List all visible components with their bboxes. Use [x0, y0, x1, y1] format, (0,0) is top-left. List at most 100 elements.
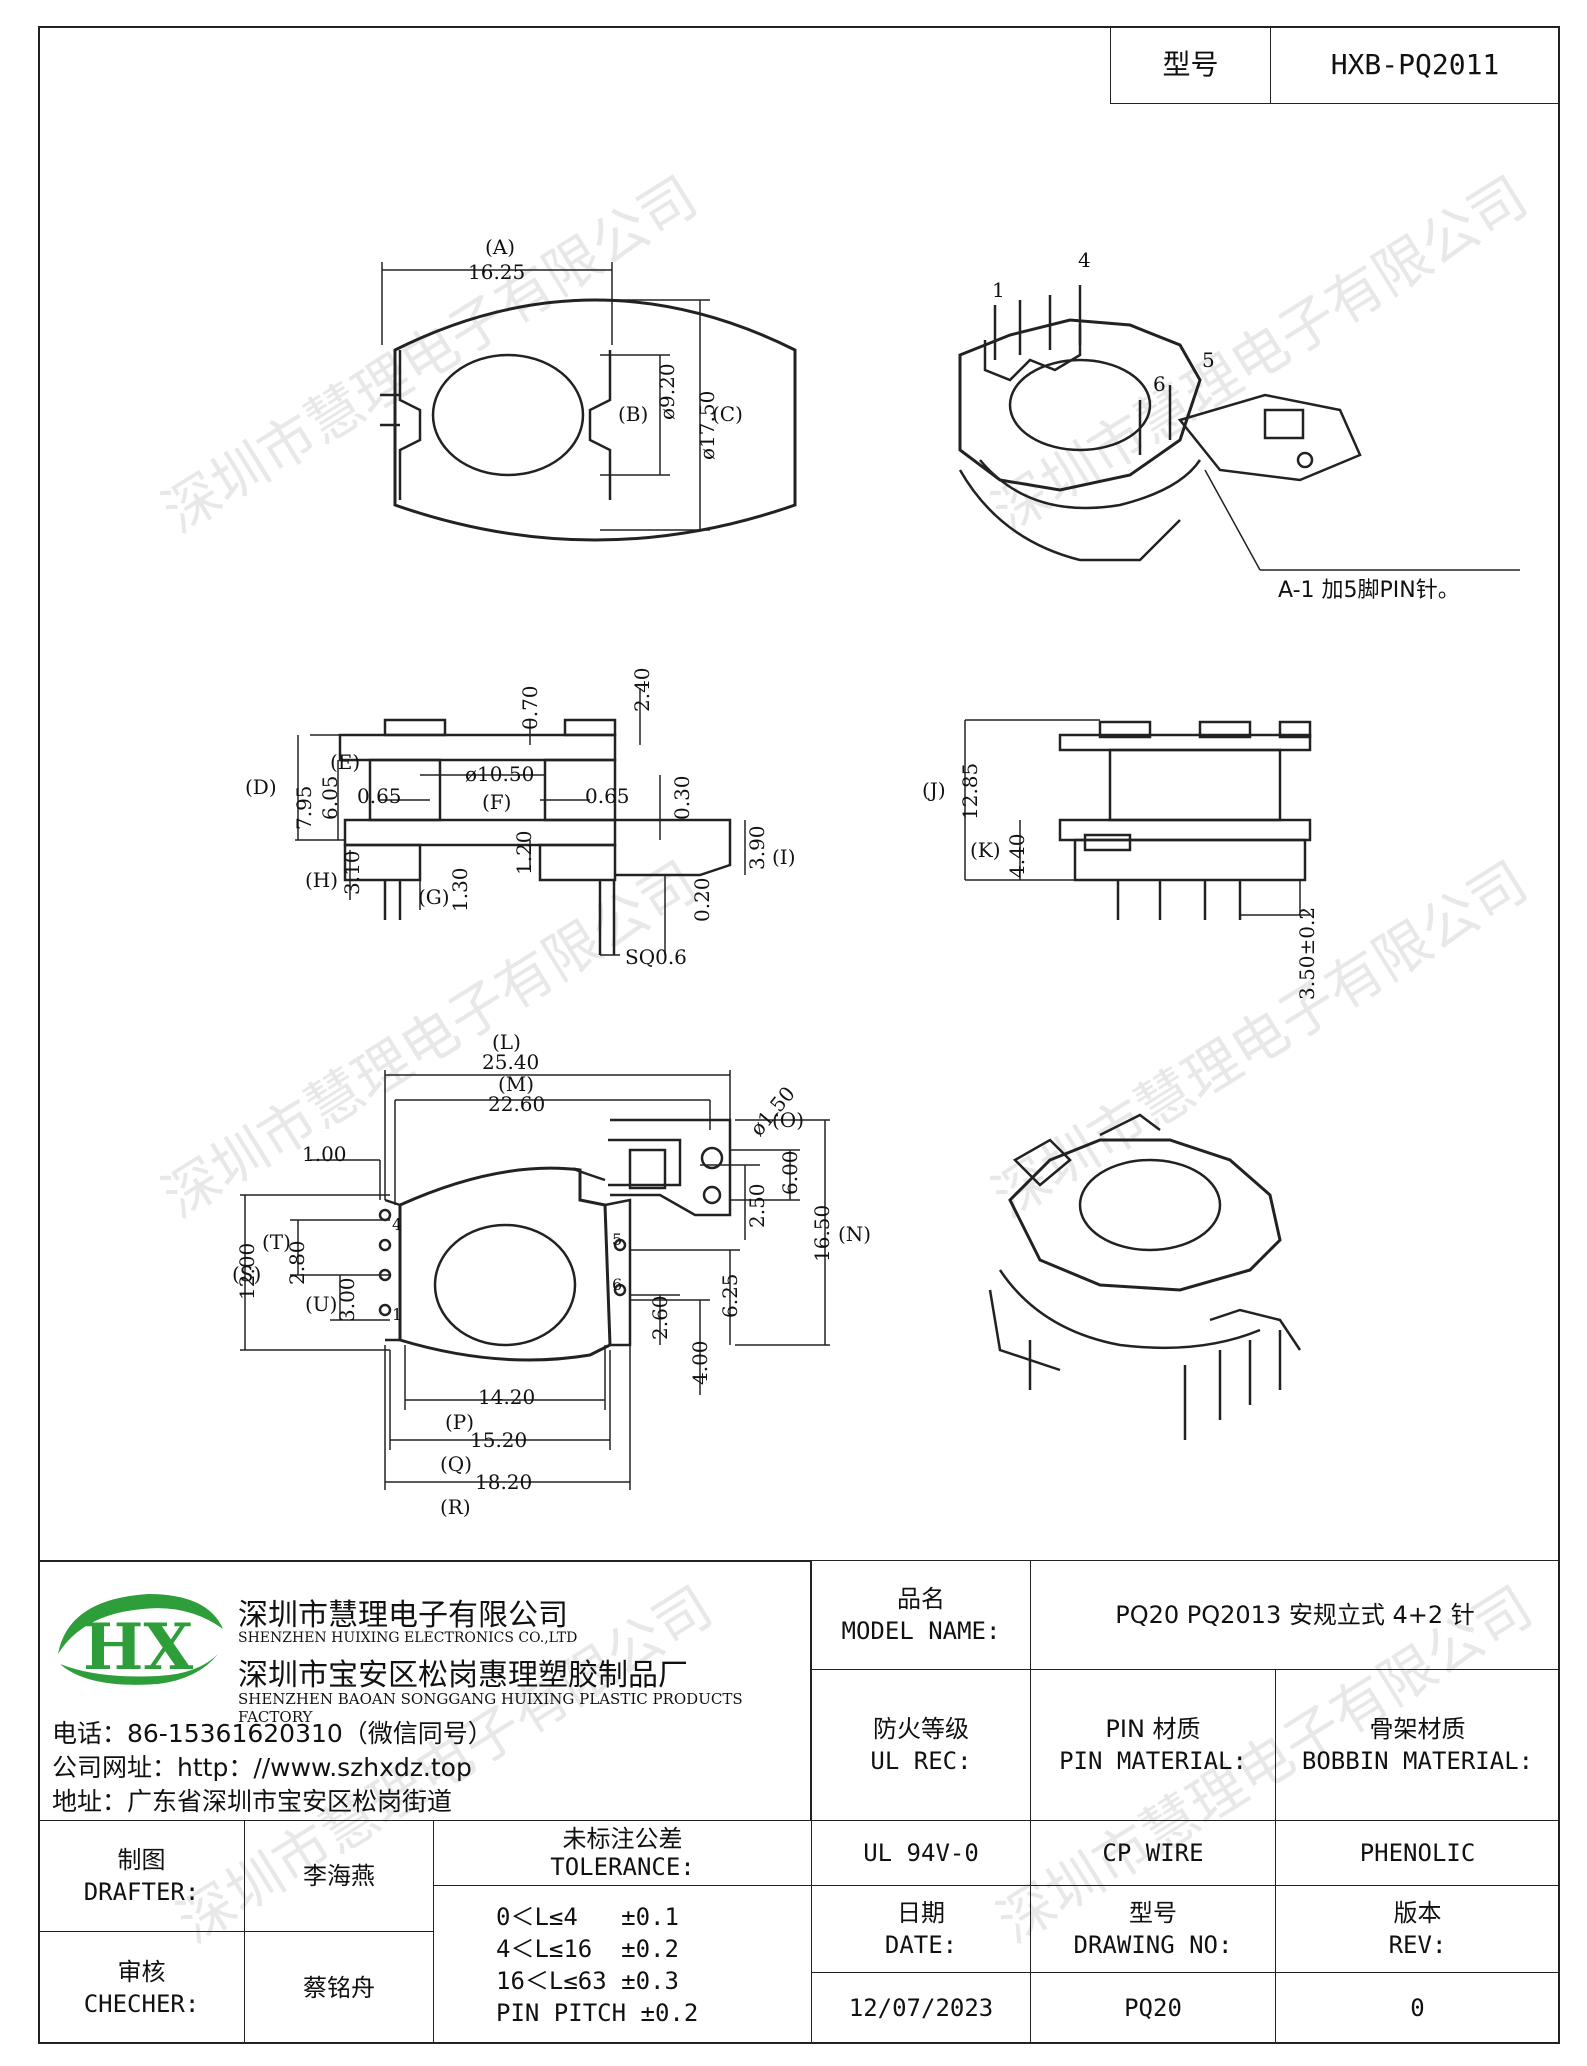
dim-065-left: 0.65 — [357, 784, 402, 808]
dim-n-value: 16.50 — [810, 1204, 834, 1262]
dim-sq: SQ0.6 — [625, 945, 687, 969]
dim-f-value: ø10.50 — [465, 762, 535, 786]
company-logo: HX — [58, 1594, 223, 1685]
tolerance-line: 0＜L≤4 ±0.1 — [496, 1902, 679, 1931]
dim-g-label: (G) — [418, 885, 450, 909]
dim-400: 4.00 — [688, 1340, 712, 1385]
dim-100: 1.00 — [302, 1142, 347, 1166]
dim-020: 0.20 — [690, 877, 714, 922]
dim-m-label: (M) — [498, 1072, 535, 1096]
pin-label: 6 — [1153, 372, 1166, 396]
dim-d-label: (D) — [245, 775, 277, 799]
dim-s-label: (S) — [232, 1262, 262, 1286]
company-name-en: SHENZHEN HUIXING ELECTRONICS CO.,LTD — [238, 1630, 578, 1646]
dim-t-label: (T) — [262, 1230, 291, 1254]
dim-350: 3.50±0.2 — [1295, 906, 1319, 1000]
dim-l-value: 25.40 — [482, 1050, 540, 1074]
company-info: HX 深圳市慧理电子有限公司 SHENZHEN HUIXING ELECTRON… — [38, 1560, 811, 1820]
pin-label: 4 — [1078, 248, 1091, 272]
date-value: 12/07/2023 — [811, 1972, 1031, 2044]
dim-r-value: 18.20 — [475, 1470, 533, 1494]
website: 公司网址：http：//www.szhxdz.top — [52, 1753, 472, 1782]
dim-600: 6.00 — [778, 1150, 802, 1195]
top-view-labels: (A) 16.25 (B) ø9.20 ø17.50 (C) 1 4 5 6 A… — [232, 235, 1460, 1519]
factory-name-en: SHENZHEN BAOAN SONGGANG HUIXING PLASTIC … — [238, 1690, 743, 1726]
company-name-cn: 深圳市慧理电子有限公司 — [238, 1598, 568, 1633]
dim-h-value: 3.10 — [340, 850, 364, 895]
factory-name-cn: 深圳市宝安区松岗惠理塑胶制品厂 — [238, 1658, 688, 1693]
pin-label: 1 — [992, 278, 1005, 302]
dim-i-value: 3.90 — [745, 825, 769, 870]
dim-070: 0.70 — [518, 685, 542, 730]
dim-o-label: (O) — [772, 1108, 805, 1132]
pin-material-value: CP WIRE — [1030, 1820, 1276, 1886]
dim-u-label: (U) — [305, 1292, 338, 1316]
dim-c-label: (C) — [712, 402, 743, 426]
dim-k-value: 4.40 — [1005, 833, 1029, 878]
dim-p-value: 14.20 — [478, 1385, 536, 1409]
side-view — [295, 688, 746, 956]
dim-a-value: 16.25 — [468, 260, 526, 284]
dim-260: 2.60 — [648, 1295, 672, 1340]
pin-label: 4 — [392, 1215, 403, 1234]
model-name-value: PQ20 PQ2013 安规立式 4+2 针 — [1030, 1560, 1560, 1670]
dim-120: 1.20 — [512, 830, 536, 875]
dim-j-label: (J) — [922, 778, 946, 802]
dim-065-right: 0.65 — [585, 784, 630, 808]
dim-625: 6.25 — [718, 1273, 742, 1318]
pin-label: 1 — [392, 1305, 403, 1324]
tolerance-line: 16＜L≤63 ±0.3 — [496, 1966, 679, 1995]
pin-label: 6 — [612, 1275, 623, 1294]
dim-n-label: (N) — [838, 1222, 872, 1246]
dim-a-label: (A) — [485, 235, 516, 259]
dim-r-label: (R) — [440, 1495, 471, 1519]
dim-l-label: (L) — [492, 1030, 521, 1054]
logo-text: HX — [83, 1610, 193, 1685]
dim-030: 0.30 — [670, 775, 694, 820]
tolerance-line: 4＜L≤16 ±0.2 — [496, 1934, 679, 1963]
header-model-label: 型号 — [1110, 26, 1271, 104]
tolerance-table: 0＜L≤4 ±0.1 4＜L≤16 ±0.2 16＜L≤63 ±0.3 PIN … — [433, 1885, 812, 2044]
iso-view-top — [958, 285, 1520, 571]
bobbin-material-value: PHENOLIC — [1275, 1820, 1560, 1886]
dim-k-label: (K) — [970, 838, 1001, 862]
dim-i-label: (I) — [772, 845, 796, 869]
bottom-view — [240, 1070, 830, 1490]
dim-b-value: ø9.20 — [655, 363, 679, 420]
dim-e-label: (E) — [330, 750, 361, 774]
dim-e-value: 6.05 — [318, 775, 342, 820]
dim-m-value: 22.60 — [488, 1092, 546, 1116]
dim-240: 2.40 — [630, 667, 654, 712]
checker-name: 蔡铭舟 — [244, 1931, 434, 2044]
dim-p-label: (P) — [445, 1410, 475, 1434]
dim-d-value: 7.95 — [292, 785, 316, 830]
pin-label: 5 — [1202, 348, 1215, 372]
drawing-no-value: PQ20 — [1030, 1972, 1276, 2044]
tolerance-line: PIN PITCH ±0.2 — [496, 1998, 699, 2027]
dim-g-value: 1.30 — [448, 867, 472, 912]
pin-label: 5 — [612, 1230, 623, 1249]
dim-250: 2.50 — [745, 1183, 769, 1228]
drafter-name: 李海燕 — [244, 1820, 434, 1932]
fire-rating-value: UL 94V-0 — [811, 1820, 1031, 1886]
dim-300: 3.00 — [335, 1277, 359, 1322]
dim-f-label: (F) — [482, 790, 512, 814]
title-block: HX 深圳市慧理电子有限公司 SHENZHEN HUIXING ELECTRON… — [38, 1560, 1560, 2044]
address: 地址：广东省深圳市宝安区松岗街道 — [52, 1787, 453, 1816]
dim-q-value: 15.20 — [470, 1428, 528, 1452]
rev-value: 0 — [1275, 1972, 1560, 2044]
dim-b-label: (B) — [618, 402, 649, 426]
dim-j-value: 12.85 — [958, 762, 982, 820]
dim-q-label: (Q) — [440, 1452, 473, 1476]
right-view — [964, 719, 1312, 920]
dim-h-label: (H) — [305, 868, 339, 892]
header-model-value: HXB-PQ2011 — [1270, 26, 1560, 104]
top-view — [380, 262, 797, 542]
